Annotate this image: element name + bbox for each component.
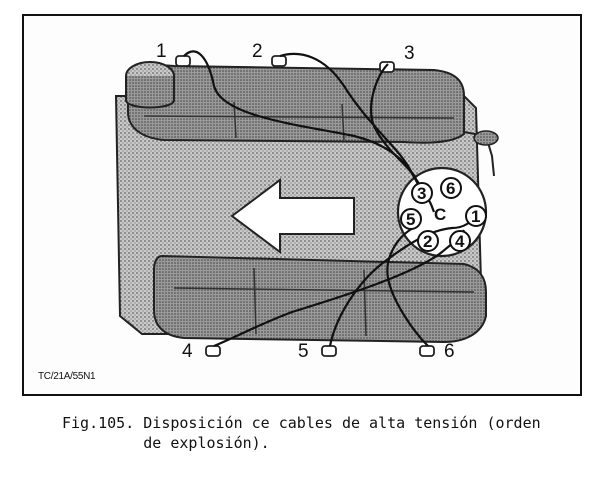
valve-cover-top (127, 64, 465, 144)
dist-terminal-3: 3 (417, 184, 426, 203)
rotation-symbol: C (434, 205, 446, 224)
engine-wiring-diagram: 3 6 5 1 2 4 C (114, 50, 499, 357)
dist-terminal-4: 4 (455, 232, 465, 251)
figure-caption: Fig.105. Disposición ce cables de alta t… (62, 413, 607, 453)
caption-line-2: de explosión). (62, 434, 270, 452)
spark-plugs (175, 55, 435, 357)
cylinder-label-4: 4 (182, 341, 193, 362)
distributor-terminals (400, 177, 487, 252)
cylinder-label-6: 6 (444, 341, 455, 362)
figure-reference-code: TC/21A/55N1 (38, 371, 96, 382)
dist-terminal-2: 2 (423, 232, 432, 251)
cylinder-label-2: 2 (252, 41, 263, 62)
cylinder-label-1: 1 (156, 41, 167, 62)
dist-terminal-1: 1 (471, 207, 480, 226)
caption-line-1: Fig.105. Disposición ce cables de alta t… (62, 414, 541, 432)
dist-terminal-5: 5 (406, 210, 415, 229)
valve-cover-bottom (153, 254, 487, 344)
distributor-mount (463, 131, 495, 177)
direction-arrow (230, 178, 355, 254)
cylinder-label-5: 5 (298, 341, 309, 362)
cylinder-label-3: 3 (404, 43, 415, 64)
figure-frame: 3 6 5 1 2 4 C 1 2 3 4 5 6 TC/21A/55N1 (22, 14, 582, 396)
dist-terminal-6: 6 (446, 179, 455, 198)
